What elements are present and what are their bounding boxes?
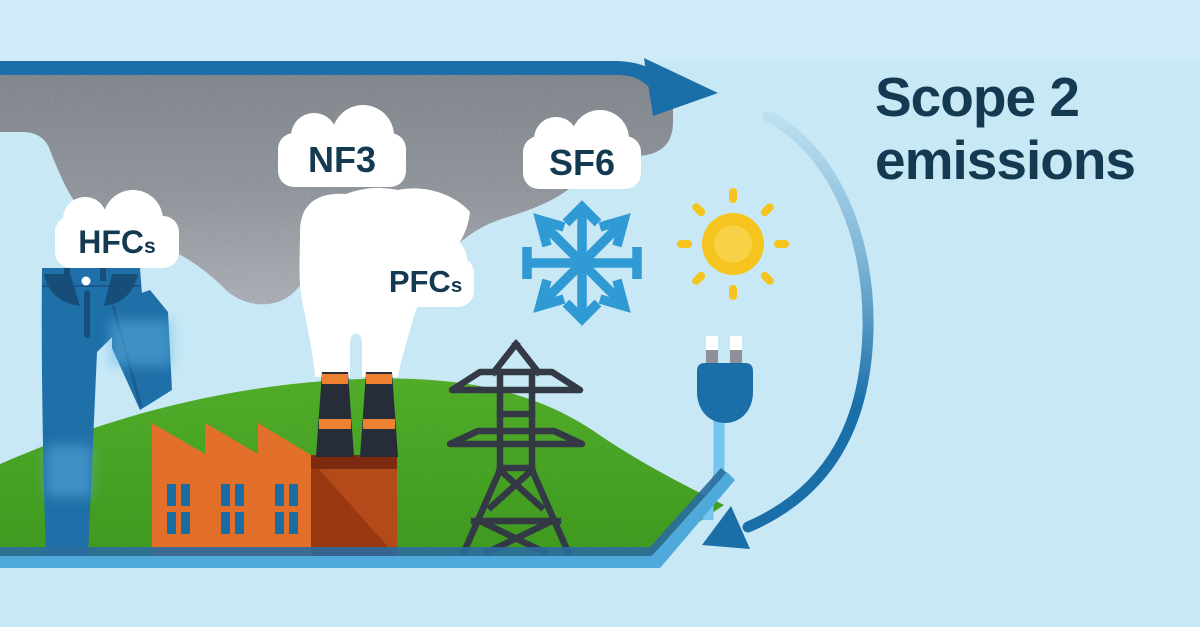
gas-label-pfcs: PFCs <box>377 235 474 307</box>
sun-rays <box>677 188 789 300</box>
sun-icon <box>677 188 789 300</box>
gas-label-hfcs-text: HFCs <box>78 223 156 260</box>
chimney-bands <box>319 374 395 429</box>
title-line-1: Scope 2 <box>875 66 1080 128</box>
title-line-2: emissions <box>875 129 1136 191</box>
gas-label-hfcs: HFCs <box>55 190 179 268</box>
chimneys <box>316 372 398 457</box>
gas-label-nf3: NF3 <box>278 105 406 187</box>
top-sky-band <box>0 0 1200 61</box>
jeans-icon <box>41 268 172 556</box>
gas-label-sf6-text: SF6 <box>548 141 616 183</box>
snowflake-icon <box>522 200 642 326</box>
page-title: Scope 2 emissions <box>875 66 1136 192</box>
chimney-base-highlight <box>311 460 397 557</box>
gas-label-nf3-text: NF3 <box>307 139 376 180</box>
gas-label-pfcs-text: PFCs <box>388 264 463 299</box>
electricity-pylon-icon <box>446 339 586 557</box>
factory-windows <box>167 484 298 534</box>
ground-edge-band <box>0 472 735 568</box>
chimney-base-cap <box>311 455 397 469</box>
cycle-arrow-icon <box>702 110 874 549</box>
plug-body <box>697 363 753 423</box>
ground-shadow <box>0 468 727 557</box>
gas-label-sf6: SF6 <box>523 110 641 189</box>
factory-icon <box>152 372 398 557</box>
flow-arrow-top-icon <box>0 58 718 116</box>
factory-building <box>152 423 311 557</box>
